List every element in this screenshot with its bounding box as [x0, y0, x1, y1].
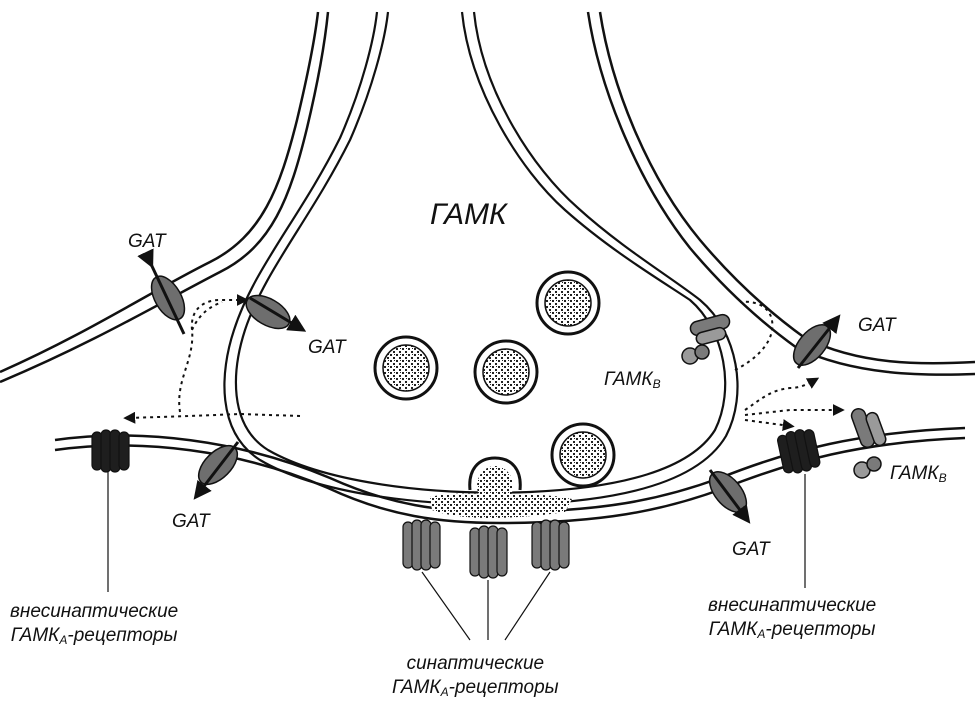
gat-label-upper-left: GAT: [128, 232, 166, 251]
synaptic-gabaa-receptor-2: [470, 526, 507, 578]
synaptic-gabaa-receptor-1: [403, 520, 440, 570]
synaptic-gabaa-receptor-3: [532, 520, 569, 570]
vesicle-2: [375, 337, 437, 399]
extrasynaptic-gabaa-receptor-right: [777, 429, 821, 588]
presynaptic-terminal: [224, 12, 737, 505]
gabab-label-right: ГАМКB: [890, 464, 947, 484]
gabab-receptor-presynaptic: [682, 313, 731, 364]
vesicle-1: [537, 272, 599, 334]
extrasynaptic-gabaa-receptor-left: [92, 430, 129, 592]
gat-label-terminal-left: GAT: [308, 338, 346, 357]
synaptic-pointer-lines: [422, 572, 550, 640]
right-glia-membrane: [588, 12, 975, 375]
gaba-release-cloud: [430, 494, 572, 518]
extrasynaptic-caption-right: внесинаптические ГАМКA-рецепторы: [708, 594, 876, 642]
gat-transporter-terminal-left: [241, 289, 300, 336]
gabab-label-presynaptic: ГАМКB: [604, 370, 661, 390]
gabab-receptor-right: [850, 407, 888, 478]
vesicle-3: [475, 341, 537, 403]
gat-label-postsynaptic-right: GAT: [732, 540, 770, 559]
gat-label-upper-right: GAT: [858, 316, 896, 335]
gat-transporter-upper-left: [145, 262, 192, 334]
vesicle-4: [552, 424, 614, 486]
synaptic-caption: синаптические ГАМКA-рецепторы: [392, 652, 559, 700]
gaba-label: ГАМК: [430, 200, 507, 230]
gat-label-postsynaptic-left: GAT: [172, 512, 210, 531]
extrasynaptic-caption-left: внесинаптические ГАМКA-рецепторы: [10, 600, 178, 648]
